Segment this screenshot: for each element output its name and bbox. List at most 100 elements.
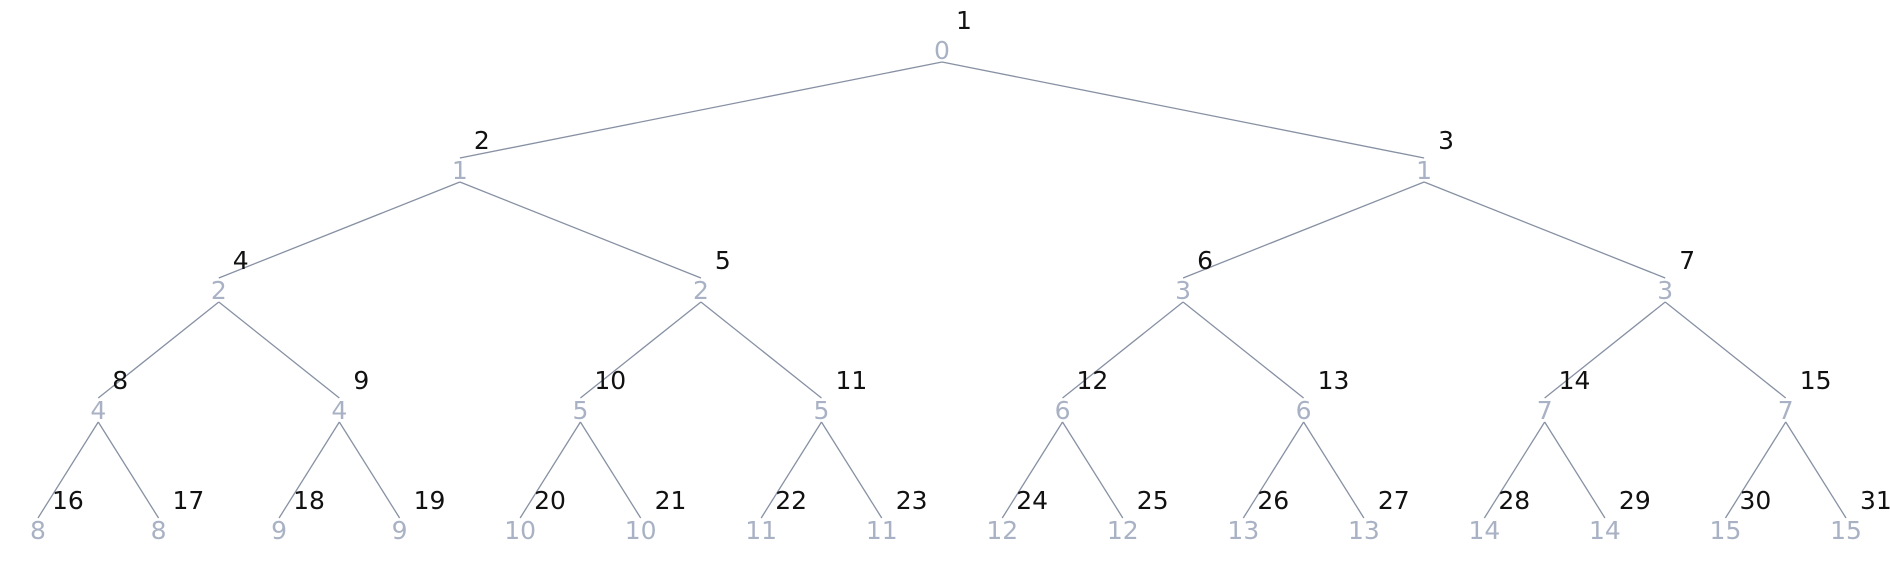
node-index-label: 23 — [896, 486, 928, 515]
node-value-label: 0 — [934, 36, 950, 65]
tree-node: 816 — [30, 486, 84, 545]
node-index-label: 5 — [715, 246, 731, 275]
node-index-label: 24 — [1016, 486, 1048, 515]
node-index-label: 9 — [353, 366, 369, 395]
node-index-label: 13 — [1318, 366, 1350, 395]
tree-node: 715 — [1778, 366, 1832, 425]
tree-edge — [1483, 421, 1546, 519]
node-value-label: 13 — [1348, 516, 1380, 545]
tree-edge — [338, 421, 401, 519]
node-value-label: 13 — [1227, 516, 1259, 545]
node-index-label: 11 — [835, 366, 867, 395]
node-value-label: 1 — [452, 156, 468, 185]
node-index-label: 31 — [1860, 486, 1890, 515]
tree-edge — [1242, 421, 1305, 519]
tree-edge — [941, 61, 1425, 159]
node-value-label: 15 — [1710, 516, 1742, 545]
node-index-label: 15 — [1800, 366, 1832, 395]
node-value-label: 8 — [151, 516, 167, 545]
node-value-label: 4 — [90, 396, 106, 425]
node-value-label: 14 — [1589, 516, 1621, 545]
tree-node: 817 — [151, 486, 205, 545]
node-value-label: 9 — [392, 516, 408, 545]
tree-node: 25 — [693, 246, 731, 305]
node-value-label: 3 — [1657, 276, 1673, 305]
tree-node: 24 — [211, 246, 249, 305]
node-index-label: 8 — [112, 366, 128, 395]
node-value-label: 1 — [1416, 156, 1432, 185]
node-index-label: 21 — [655, 486, 687, 515]
tree-edges — [37, 61, 1847, 519]
node-index-label: 29 — [1619, 486, 1651, 515]
tree-edge — [1001, 421, 1064, 519]
node-index-label: 1 — [956, 6, 972, 35]
tree-node: 12 — [452, 126, 490, 185]
tree-edge — [459, 181, 702, 279]
tree-edge — [579, 421, 642, 519]
tree-node: 48 — [90, 366, 128, 425]
node-index-label: 10 — [594, 366, 626, 395]
node-value-label: 2 — [693, 276, 709, 305]
tree-edge — [1544, 421, 1606, 519]
node-value-label: 11 — [745, 516, 777, 545]
node-index-label: 3 — [1438, 126, 1454, 155]
tree-node: 01 — [934, 6, 972, 65]
node-index-label: 12 — [1077, 366, 1109, 395]
tree-edge — [1182, 181, 1425, 279]
node-value-label: 3 — [1175, 276, 1191, 305]
node-index-label: 30 — [1739, 486, 1771, 515]
tree-edge — [579, 301, 702, 399]
tree-edge — [1785, 421, 1847, 519]
node-value-label: 15 — [1830, 516, 1862, 545]
node-value-label: 12 — [1107, 516, 1139, 545]
tree-node: 919 — [392, 486, 446, 545]
tree-edge — [97, 301, 220, 399]
tree-edge — [760, 421, 823, 519]
tree-edge — [1303, 421, 1365, 519]
tree-edge — [278, 421, 340, 519]
node-value-label: 6 — [1055, 396, 1071, 425]
node-value-label: 5 — [814, 396, 830, 425]
node-value-label: 10 — [625, 516, 657, 545]
node-index-label: 7 — [1679, 246, 1695, 275]
tree-node: 918 — [271, 486, 325, 545]
tree-node: 37 — [1657, 246, 1695, 305]
node-index-label: 19 — [414, 486, 446, 515]
tree-node: 612 — [1055, 366, 1109, 425]
node-value-label: 9 — [271, 516, 287, 545]
node-index-label: 16 — [52, 486, 84, 515]
node-index-label: 26 — [1257, 486, 1289, 515]
node-value-label: 11 — [866, 516, 898, 545]
tree-edge — [1544, 301, 1666, 399]
node-index-label: 6 — [1197, 246, 1213, 275]
tree-edge — [820, 421, 883, 519]
tree-node: 49 — [331, 366, 369, 425]
tree-edge — [1664, 301, 1787, 399]
node-value-label: 4 — [331, 396, 347, 425]
node-index-label: 25 — [1137, 486, 1169, 515]
node-index-label: 17 — [173, 486, 205, 515]
node-index-label: 14 — [1559, 366, 1591, 395]
node-value-label: 10 — [504, 516, 536, 545]
node-value-label: 7 — [1537, 396, 1553, 425]
tree-node: 36 — [1175, 246, 1213, 305]
node-value-label: 8 — [30, 516, 46, 545]
node-value-label: 5 — [572, 396, 588, 425]
node-value-label: 14 — [1468, 516, 1500, 545]
tree-edge — [1061, 421, 1124, 519]
tree-edge — [459, 61, 943, 159]
node-value-label: 2 — [211, 276, 227, 305]
node-index-label: 18 — [293, 486, 325, 515]
tree-edge — [218, 181, 461, 279]
tree-edge — [519, 421, 581, 519]
